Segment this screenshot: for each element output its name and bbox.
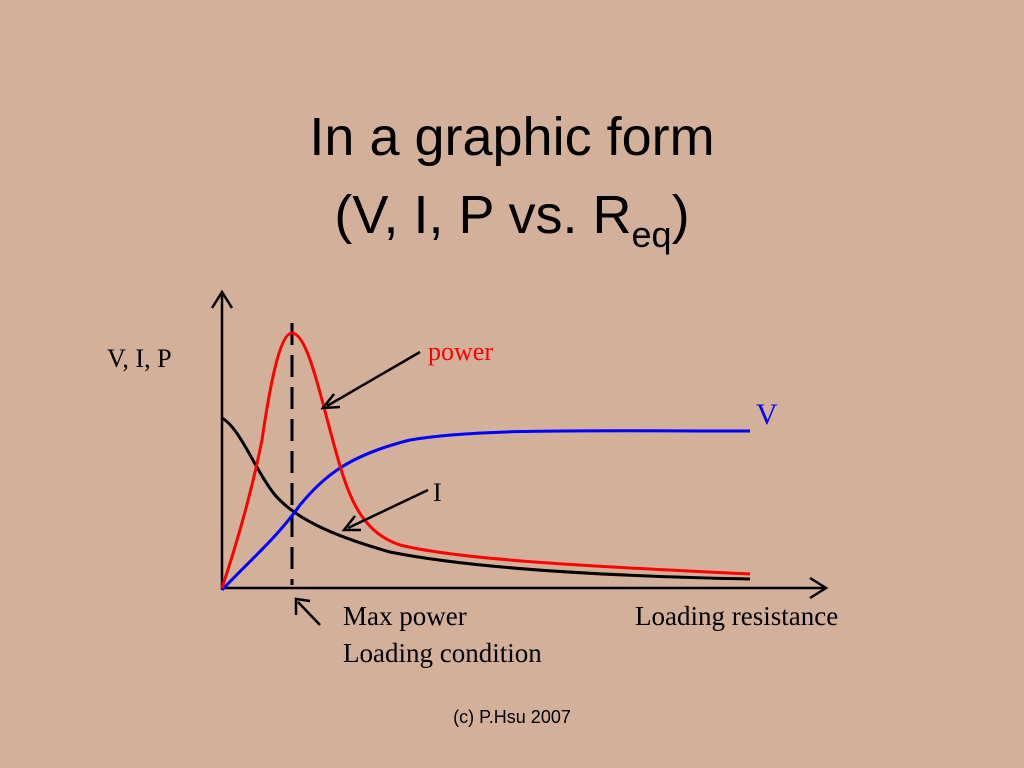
current-curve	[221, 416, 751, 581]
title-line-2-text: (V, I, P vs. R	[334, 185, 632, 245]
title-subscript: eq	[631, 214, 672, 255]
power-curve	[220, 331, 751, 589]
max-power-label-line-2: Loading condition	[343, 638, 542, 668]
title-line-1-text: In a graphic form	[309, 107, 715, 167]
max-power-pointer-line	[297, 601, 321, 626]
voltage-curve	[220, 429, 751, 592]
voltage-label: V	[756, 398, 778, 431]
x-axis-label: Loading resistance	[635, 601, 839, 631]
title-line-2-end: )	[671, 185, 690, 245]
y-axis-label: V, I, P	[107, 344, 172, 373]
power-label: power	[428, 337, 493, 366]
current-label: I	[433, 478, 442, 507]
max-power-pointer-arrowhead	[294, 597, 311, 615]
x-axis-arrowhead	[809, 576, 829, 600]
slide-title-line-1: In a graphic form	[0, 110, 1024, 164]
current-pointer-arrowhead	[341, 515, 361, 532]
footer-copyright: (c) P.Hsu 2007	[453, 707, 571, 727]
current-pointer-line	[347, 488, 429, 530]
max-power-label-line-1: Max power	[343, 601, 467, 631]
power-pointer-line	[326, 350, 421, 408]
slide-title-line-2: (V, I, P vs. Req)	[0, 185, 1024, 253]
y-axis-arrowhead	[210, 289, 234, 309]
power-pointer-arrowhead	[320, 393, 341, 410]
